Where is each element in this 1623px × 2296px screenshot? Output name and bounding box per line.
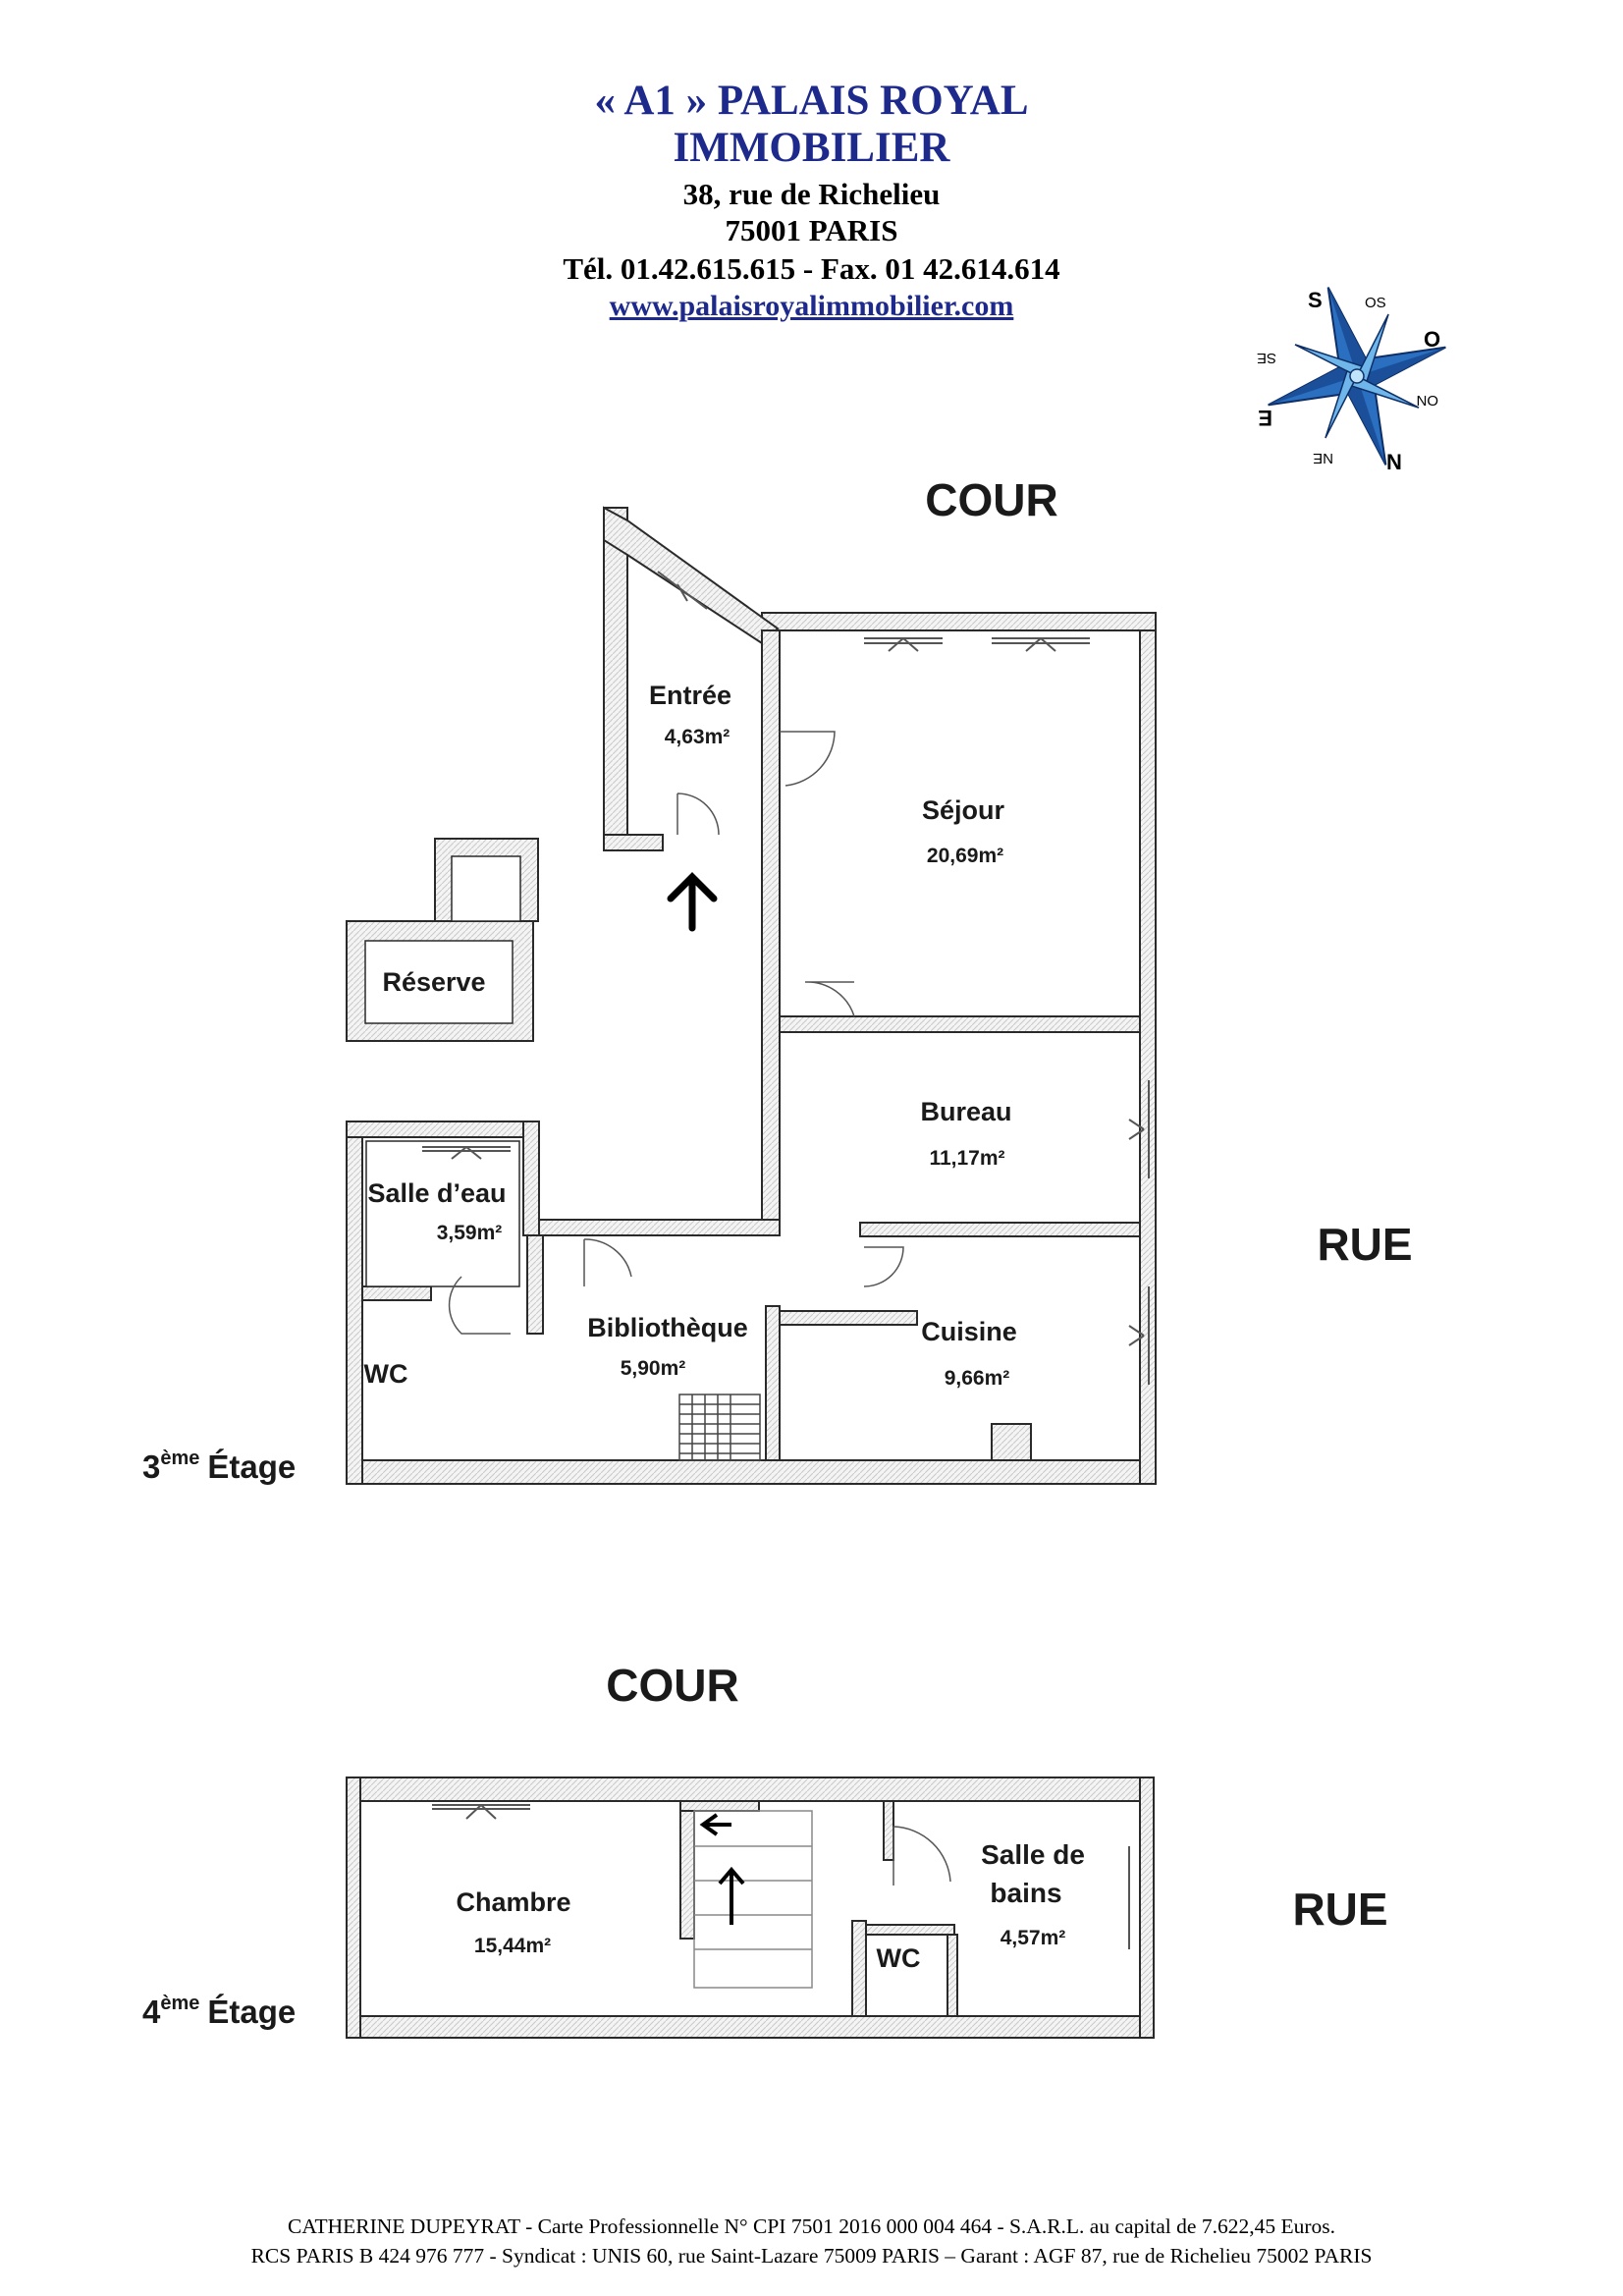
compass-label-so: OS xyxy=(1365,295,1386,311)
room-salle-de-bains-name2: bains xyxy=(990,1878,1061,1908)
floor3-doors xyxy=(448,731,904,1335)
room-cuisine-area: 9,66m² xyxy=(945,1367,1010,1390)
room-sejour-area: 20,69m² xyxy=(927,845,1003,867)
agency-phone-fax: Tél. 01.42.615.615 - Fax. 01 42.614.614 xyxy=(563,251,1060,286)
room-bibliotheque-area: 5,90m² xyxy=(621,1357,686,1380)
compass-label-n: N xyxy=(1386,450,1402,474)
floor3-windows xyxy=(422,571,1150,1385)
floor3-cour-label: COUR xyxy=(925,474,1057,525)
agency-name-line2: IMMOBILIER xyxy=(673,125,950,171)
room-cuisine-name: Cuisine xyxy=(921,1317,1017,1346)
room-salle-deau-name: Salle d’eau xyxy=(367,1178,506,1208)
room-chambre-area: 15,44m² xyxy=(474,1935,551,1957)
room-wc-name: WC xyxy=(364,1359,408,1389)
floor4-staircase xyxy=(693,1810,813,1989)
stair-arrow-icon xyxy=(699,1813,745,1925)
floor4-cour-label: COUR xyxy=(606,1660,738,1711)
room-salle-de-bains-area: 4,57m² xyxy=(1001,1927,1066,1949)
room-bibliotheque-name: Bibliothèque xyxy=(587,1313,748,1342)
room-salle-deau-area: 3,59m² xyxy=(437,1222,503,1244)
room-chambre-name: Chambre xyxy=(456,1887,570,1917)
compass-label-se: SE xyxy=(1257,350,1276,366)
footer-line2: RCS PARIS B 424 976 777 - Syndicat : UNI… xyxy=(250,2244,1373,2268)
compass-label-o: O xyxy=(1424,327,1440,352)
compass-label-no: ON xyxy=(1417,392,1439,409)
footer-line1: CATHERINE DUPEYRAT - Carte Professionnel… xyxy=(288,2214,1335,2238)
agency-city: 75001 PARIS xyxy=(725,213,898,247)
agency-name-line1: « A1 » PALAIS ROYAL xyxy=(594,78,1029,124)
compass-rose-icon xyxy=(1268,287,1446,465)
floor3-room-fills xyxy=(364,855,521,1287)
room-bureau-area: 11,17m² xyxy=(929,1147,1004,1170)
agency-street: 38, rue de Richelieu xyxy=(682,177,941,211)
floor4-room-wc-name: WC xyxy=(877,1943,921,1973)
floor4-windows xyxy=(432,1804,1130,1949)
room-reserve-name: Réserve xyxy=(382,967,485,997)
entry-arrow-icon xyxy=(667,872,718,932)
compass-label-s: S xyxy=(1308,288,1323,312)
room-entree-name: Entrée xyxy=(649,681,731,710)
floor4-walls xyxy=(346,1777,1155,2039)
agency-website-link[interactable]: www.palaisroyalimmobilier.com xyxy=(609,290,1014,322)
compass-label-ne: NE xyxy=(1313,450,1333,466)
compass-label-e: E xyxy=(1258,406,1272,430)
floor4-rue-label: RUE xyxy=(1292,1884,1387,1935)
floor3-rue-label: RUE xyxy=(1317,1219,1412,1270)
room-bureau-name: Bureau xyxy=(920,1097,1011,1126)
floor4-doors xyxy=(893,1826,951,1886)
room-salle-de-bains-name: Salle de xyxy=(981,1839,1085,1870)
room-sejour-name: Séjour xyxy=(922,795,1005,825)
room-entree-area: 4,63m² xyxy=(665,726,730,748)
floor3-staircase xyxy=(678,1394,761,1461)
